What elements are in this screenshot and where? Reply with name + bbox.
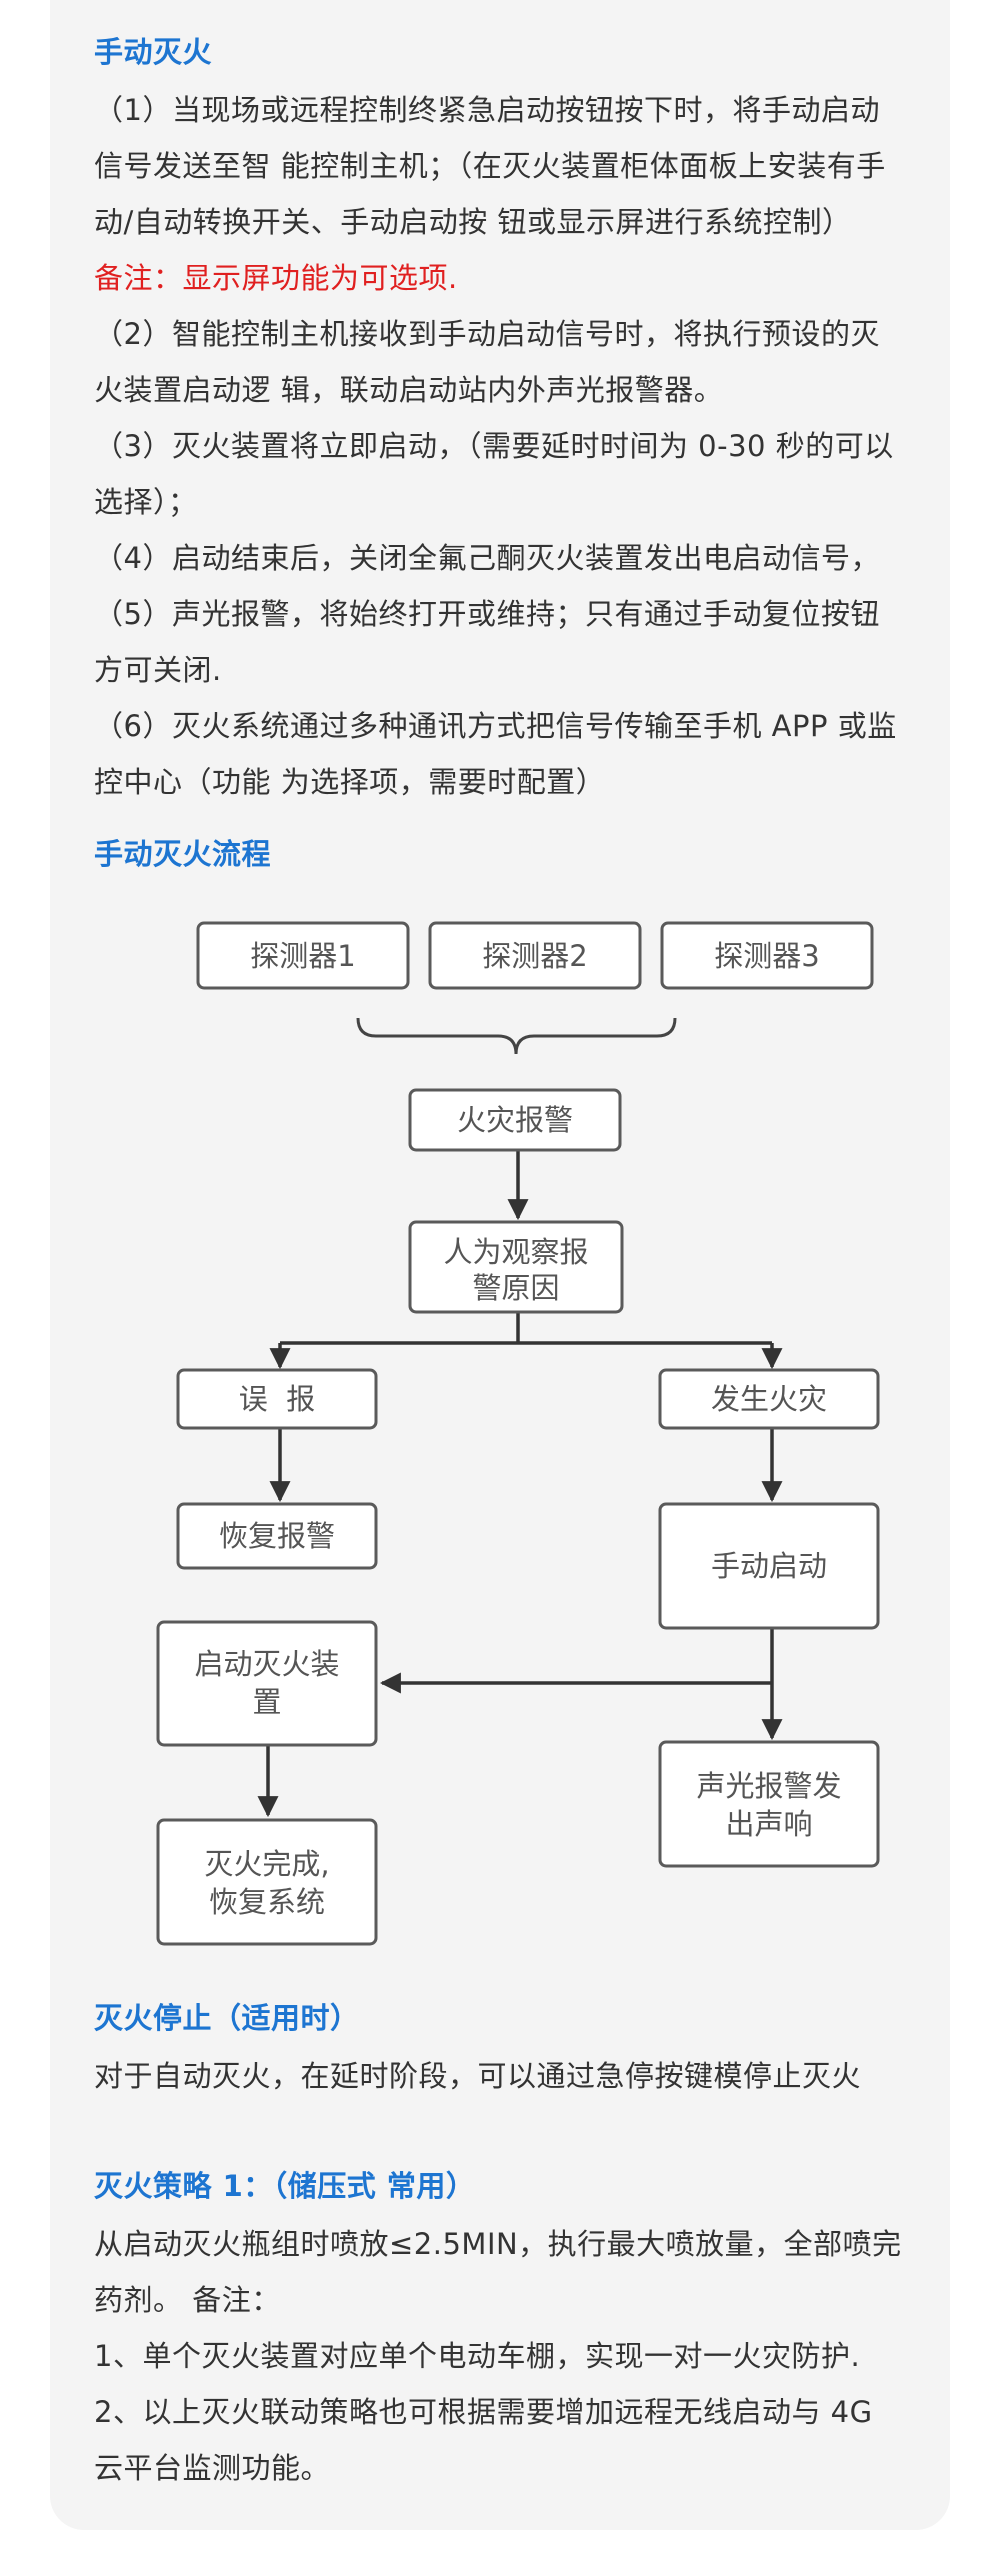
- node-fire-alarm: 火灾报警: [408, 1088, 622, 1152]
- node-detector-2: 探测器2: [428, 921, 642, 990]
- manual-text-line: （6）灭火系统通过多种通讯方式把信号传输至手机 APP 或监: [94, 709, 897, 743]
- manual-text-line: 信号发送至智 能控制主机；（在灭火装置柜体面板上安装有手: [94, 149, 886, 183]
- manual-text-line: 方可关闭.: [94, 653, 222, 687]
- stop-text: 对于自动灭火，在延时阶段，可以通过急停按键模停止灭火: [94, 2059, 862, 2093]
- strategy-text-line: 1、单个灭火装置对应单个电动车棚，实现一对一火灾防护.: [94, 2339, 861, 2373]
- manual-text-line: （5）声光报警，将始终打开或维持；只有通过手动复位按钮: [94, 597, 880, 631]
- flow-section-title: 手动灭火流程: [94, 837, 272, 871]
- node-sound-light-alarm: 声光报警发 出声响: [658, 1740, 880, 1868]
- node-detector-1-label: 探测器1: [250, 939, 355, 973]
- node-sound-light-line1: 声光报警发: [696, 1769, 841, 1803]
- detectors-brace: [356, 1017, 677, 1055]
- strategy-section-title: 灭火策略 1：（储压式 常用）: [94, 2169, 476, 2203]
- manual-text-line: 动/自动转换开关、手动启动按 钮或显示屏进行系统控制）: [94, 205, 852, 239]
- manual-text-line: （3）灭火装置将立即启动，（需要延时时间为 0-30 秒的可以: [94, 429, 894, 463]
- manual-note: 备注：显示屏功能为可选项.: [94, 261, 458, 295]
- strategy-text-line: 云平台监测功能。: [94, 2451, 331, 2485]
- node-start-device-line1: 启动灭火装: [194, 1647, 339, 1681]
- node-detector-3-label: 探测器3: [714, 939, 819, 973]
- strategy-text-line: 药剂。 备注：: [94, 2283, 281, 2317]
- node-false-alarm-label: 误 报: [239, 1382, 315, 1416]
- node-done-line2: 恢复系统: [209, 1885, 325, 1919]
- node-done-restore: 灭火完成, 恢复系统: [156, 1818, 378, 1946]
- node-detector-2-label: 探测器2: [482, 939, 587, 973]
- node-fire-occurs-label: 发生火灾: [711, 1382, 827, 1416]
- manual-text-line: 火装置启动逻 辑，联动启动站内外声光报警器。: [94, 373, 724, 407]
- manual-text-line: （1）当现场或远程控制终紧急启动按钮按下时，将手动启动: [94, 93, 880, 127]
- strategy-text-line: 从启动灭火瓶组时喷放≤2.5MIN，执行最大喷放量，全部喷完: [94, 2227, 902, 2261]
- node-false-alarm: 误 报: [176, 1368, 378, 1430]
- node-observe-cause-line1: 人为观察报: [443, 1235, 588, 1269]
- stop-section-title: 灭火停止（适用时）: [94, 2001, 360, 2035]
- manual-text-line: 选择）；: [94, 485, 198, 519]
- manual-text-line: 控中心（功能 为选择项，需要时配置）: [94, 765, 606, 799]
- node-restore-alarm-label: 恢复报警: [219, 1519, 335, 1553]
- manual-text-line: （4）启动结束后，关闭全氟己酮灭火装置发出电启动信号，: [94, 541, 880, 575]
- node-fire-occurs: 发生火灾: [658, 1368, 880, 1430]
- node-detector-3: 探测器3: [660, 921, 874, 990]
- manual-text-line: （2）智能控制主机接收到手动启动信号时，将执行预设的灭: [94, 317, 880, 351]
- node-start-device-line2: 置: [252, 1685, 281, 1719]
- node-fire-alarm-label: 火灾报警: [457, 1103, 573, 1137]
- node-restore-alarm: 恢复报警: [176, 1502, 378, 1570]
- node-observe-cause: 人为观察报 警原因: [408, 1220, 624, 1314]
- strategy-text-line: 2、以上灭火联动策略也可根据需要增加远程无线启动与 4G: [94, 2395, 873, 2429]
- manual-section-title: 手动灭火: [94, 35, 213, 69]
- node-manual-start: 手动启动: [658, 1502, 880, 1630]
- node-manual-start-label: 手动启动: [711, 1549, 827, 1583]
- flowchart: 探测器1 探测器2 探测器3 火灾报警 人为观察报 警原因 误 报 发生火灾 恢…: [156, 921, 880, 1946]
- node-observe-cause-line2: 警原因: [472, 1271, 559, 1305]
- node-detector-1: 探测器1: [196, 921, 410, 990]
- node-start-device: 启动灭火装 置: [156, 1620, 378, 1747]
- node-sound-light-line2: 出声响: [725, 1807, 812, 1841]
- node-done-line1: 灭火完成,: [204, 1847, 329, 1881]
